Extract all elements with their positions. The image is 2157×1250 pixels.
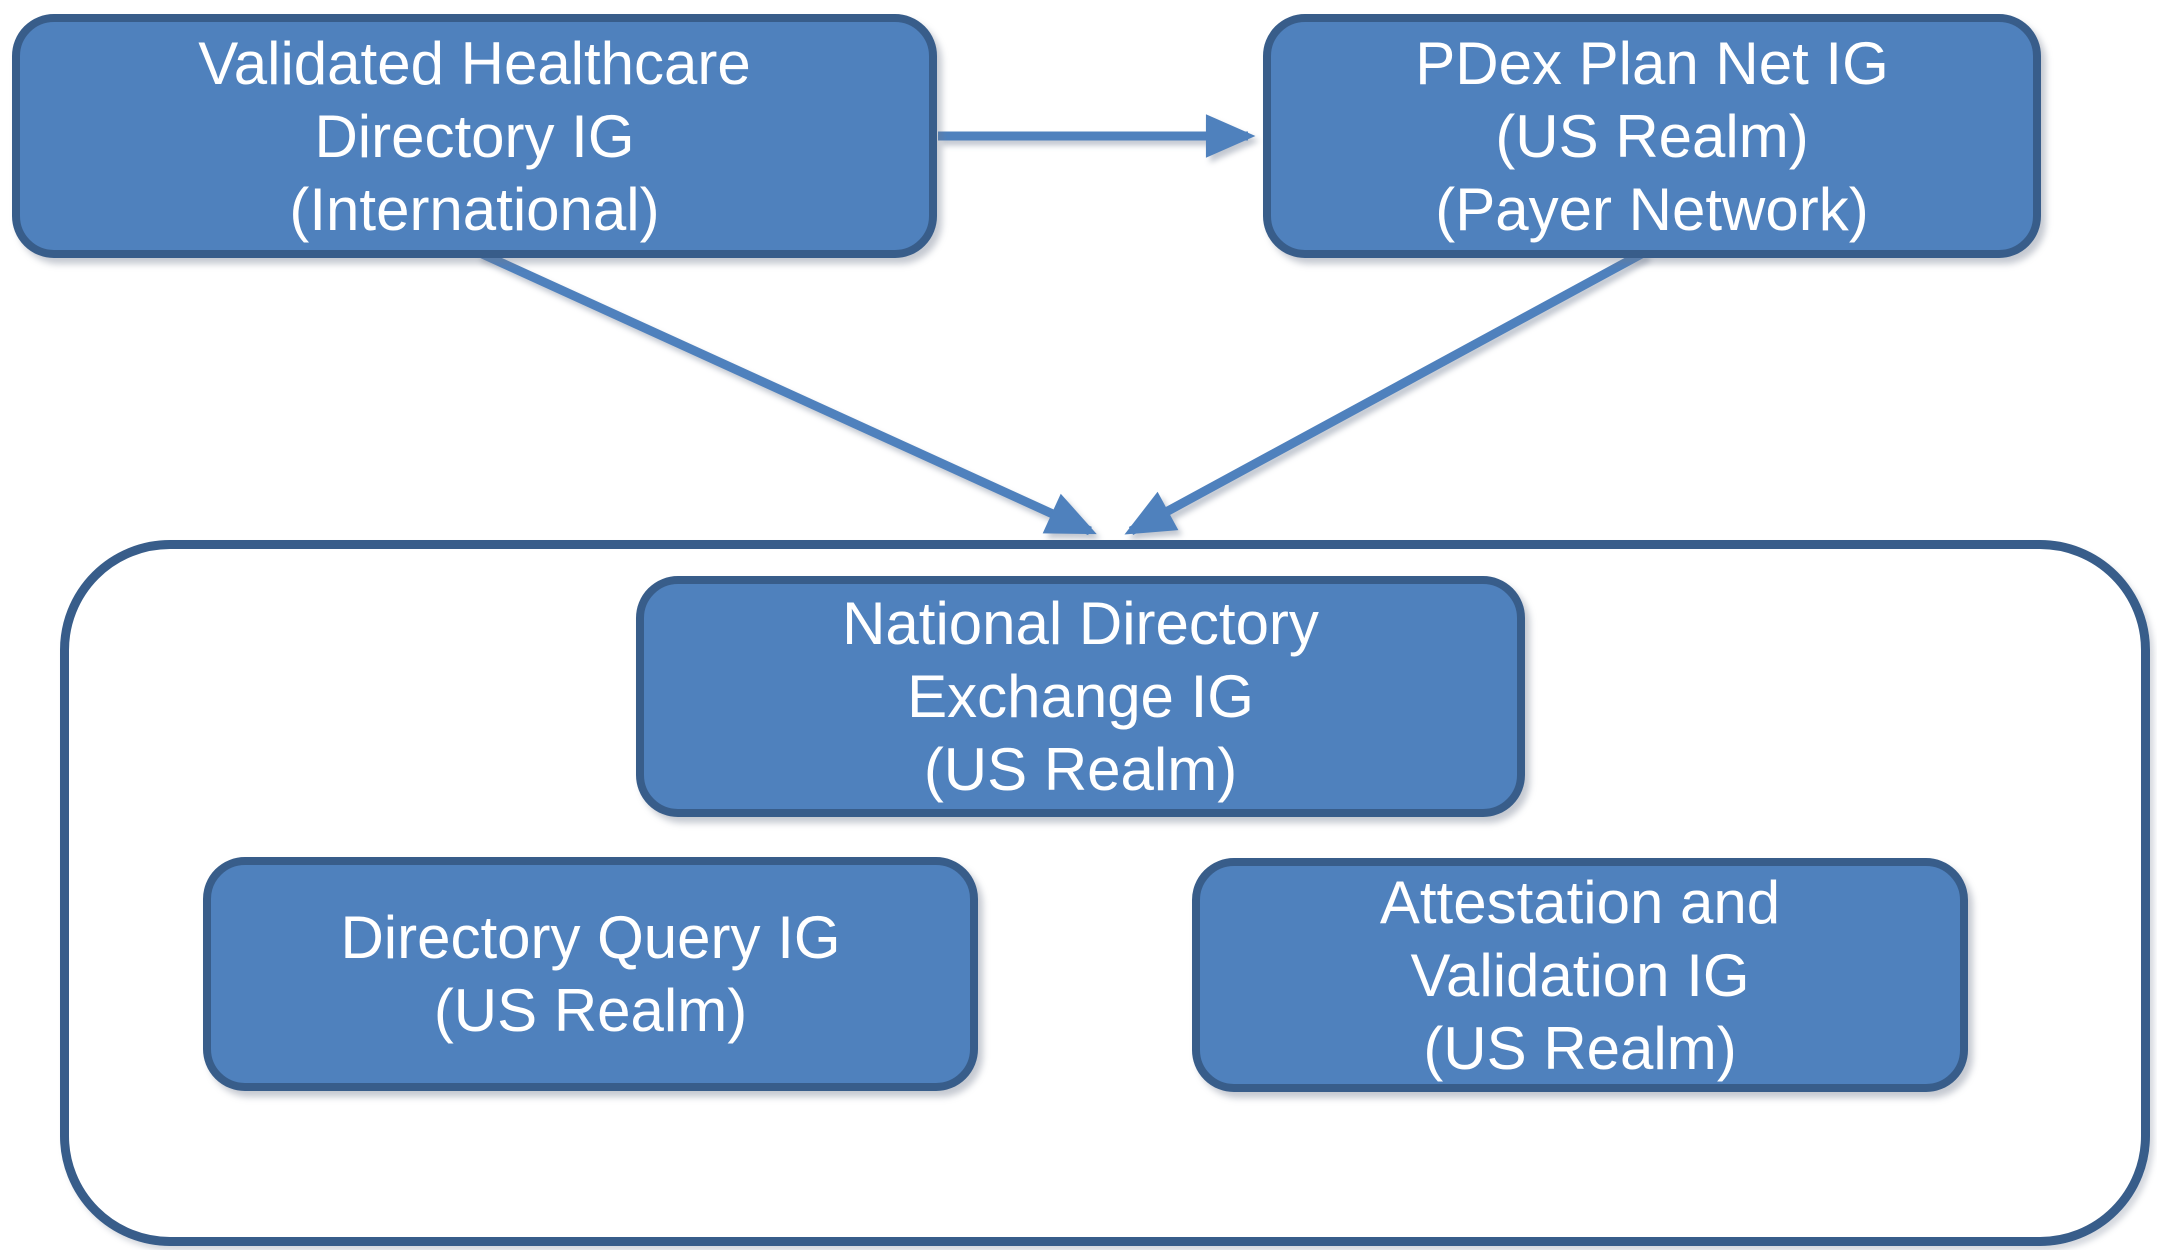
- node-national-directory-exchange-ig: National Directory Exchange IG (US Realm…: [636, 576, 1525, 817]
- node-directory-query-ig-label: Directory Query IG (US Realm): [340, 904, 841, 1044]
- node-attestation-and-validation-ig: Attestation and Validation IG (US Realm): [1192, 858, 1968, 1092]
- node-validated-healthcare-directory-ig: Validated Healthcare Directory IG (Inter…: [12, 14, 937, 258]
- node-validated-healthcare-directory-ig-label: Validated Healthcare Directory IG (Inter…: [198, 29, 751, 243]
- us-realm-group-container: [60, 540, 2150, 1246]
- node-national-directory-exchange-ig-label: National Directory Exchange IG (US Realm…: [842, 590, 1319, 803]
- node-pdex-plan-net-ig-label: PDex Plan Net IG (US Realm) (Payer Netwo…: [1415, 29, 1889, 243]
- node-attestation-and-validation-ig-label: Attestation and Validation IG (US Realm): [1379, 868, 1781, 1082]
- connector-vhd-to-us-realm-group: [476, 247, 1097, 536]
- node-pdex-plan-net-ig: PDex Plan Net IG (US Realm) (Payer Netwo…: [1263, 14, 2041, 258]
- node-directory-query-ig: Directory Query IG (US Realm): [203, 857, 978, 1091]
- connector-pdex-to-us-realm-group: [1124, 248, 1648, 535]
